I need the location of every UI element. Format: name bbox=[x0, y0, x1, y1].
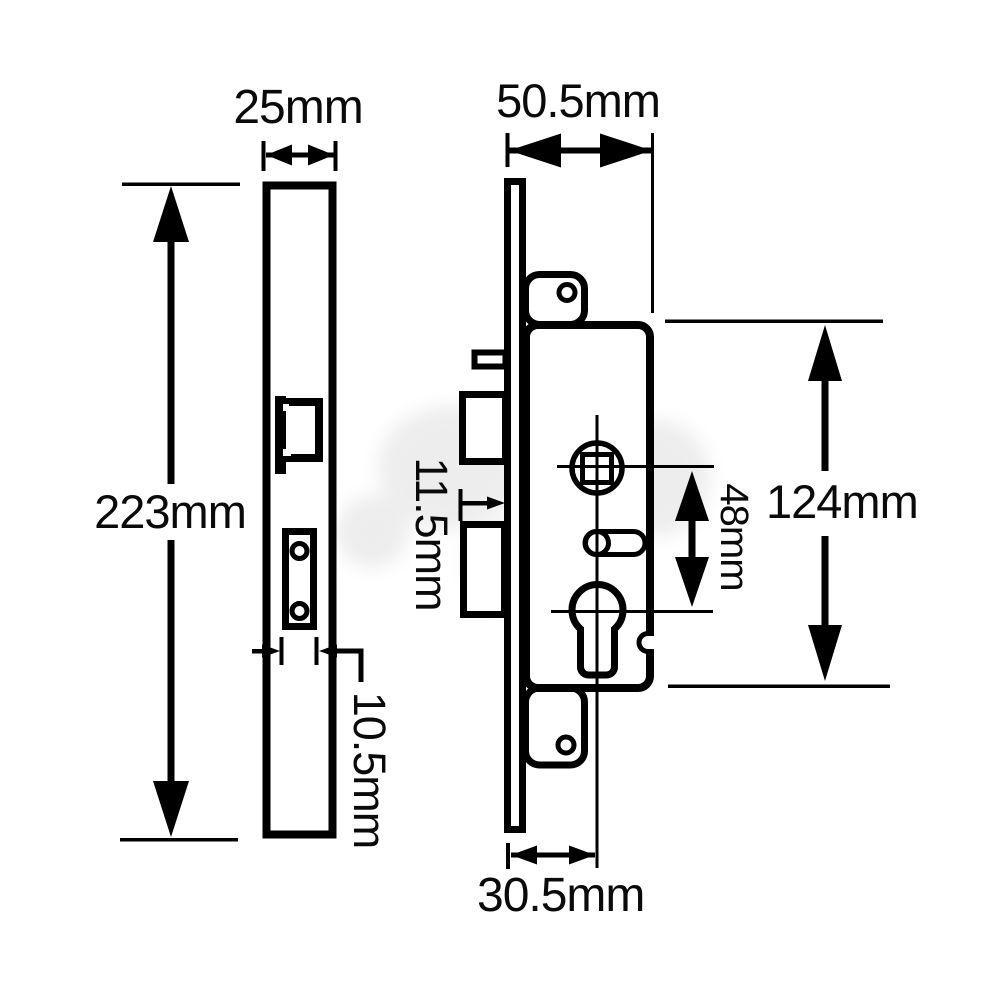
side-faceplate-strip bbox=[504, 178, 526, 833]
case-rear-notch bbox=[636, 631, 654, 654]
pivot-slot bbox=[582, 529, 648, 557]
keep-width-label: 10.5mm bbox=[344, 691, 395, 849]
dim-case-height bbox=[665, 319, 890, 688]
top-fixing-lug bbox=[522, 271, 588, 328]
case-depth-label: 50.5mm bbox=[496, 74, 661, 127]
dim-keep-width bbox=[252, 637, 364, 682]
front-latch-bolt bbox=[275, 396, 323, 474]
bottom-fixing-lug bbox=[522, 684, 588, 769]
lug-hole-bottom bbox=[555, 734, 577, 756]
bolt-projection-label: 11.5mm bbox=[406, 457, 457, 611]
latch-bolt-side bbox=[459, 391, 509, 465]
front-faceplate bbox=[262, 181, 337, 839]
dim-front-height bbox=[120, 182, 240, 842]
backset-label: 30.5mm bbox=[477, 869, 645, 922]
front-view bbox=[120, 141, 364, 842]
case-height-label: 124mm bbox=[766, 475, 919, 528]
front-width-label: 25mm bbox=[233, 81, 363, 134]
anti-thrust-tab bbox=[471, 349, 509, 370]
dim-case-depth bbox=[505, 133, 654, 313]
screw-hole-top bbox=[289, 541, 310, 561]
dim-centres bbox=[675, 471, 709, 607]
front-keep-plate bbox=[282, 528, 317, 630]
dead-bolt-side bbox=[460, 521, 508, 618]
dim-front-width bbox=[261, 141, 338, 171]
side-view bbox=[458, 133, 890, 869]
dim-bolt-projection bbox=[458, 489, 505, 521]
dim-backset bbox=[506, 843, 595, 869]
front-height-label: 223mm bbox=[94, 485, 247, 538]
lug-hole-top bbox=[556, 282, 578, 303]
centres-label: 48mm bbox=[712, 483, 756, 591]
centre-lines bbox=[551, 415, 714, 868]
screw-hole-bottom bbox=[289, 601, 310, 621]
